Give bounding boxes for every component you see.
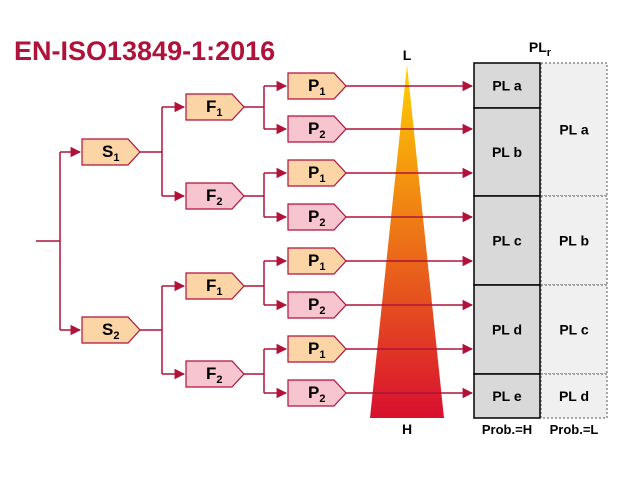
page-title: EN-ISO13849-1:2016 bbox=[14, 36, 275, 66]
node-p-4: P2 bbox=[287, 203, 347, 231]
tree-connectors bbox=[36, 80, 288, 399]
output-arrows bbox=[346, 80, 474, 399]
pl-h-label-4: PL d bbox=[492, 322, 522, 338]
node-p-2-label: P2 bbox=[308, 119, 325, 141]
node-f-1-shape bbox=[185, 93, 245, 121]
node-s-2-label: S2 bbox=[102, 320, 119, 342]
pl-l-cell-2 bbox=[540, 195, 608, 286]
pl-l-label-3: PL c bbox=[559, 322, 589, 338]
node-p-4-label: P2 bbox=[308, 207, 325, 229]
node-f-1-label: F1 bbox=[206, 97, 223, 119]
pl-column-prob-high: PL a PL b PL c PL d PL e bbox=[473, 62, 541, 419]
prob-l-label: Prob.=L bbox=[550, 422, 599, 437]
pl-h-label-1: PL a bbox=[492, 78, 522, 94]
node-p-2: P2 bbox=[287, 115, 347, 143]
pl-l-label-1: PL a bbox=[559, 122, 589, 138]
pl-h-cell-5 bbox=[473, 373, 541, 419]
pl-h-label-3: PL c bbox=[492, 233, 522, 249]
pl-h-label-2: PL b bbox=[492, 144, 522, 160]
node-p-7-shape bbox=[287, 335, 347, 363]
pl-l-label-2: PL b bbox=[559, 233, 589, 249]
node-p-4-shape bbox=[287, 203, 347, 231]
node-f-2: F2 bbox=[185, 182, 245, 210]
node-p-7: P1 bbox=[287, 335, 347, 363]
node-f-3: F1 bbox=[185, 272, 245, 300]
prob-h-label: Prob.=H bbox=[482, 422, 532, 437]
node-s-1-shape bbox=[81, 138, 141, 166]
node-p-8-label: P2 bbox=[308, 383, 325, 405]
node-s-2: S2 bbox=[81, 316, 141, 344]
node-f-4-label: F2 bbox=[206, 364, 223, 386]
node-p-5-label: P1 bbox=[308, 251, 325, 273]
node-f-1: F1 bbox=[185, 93, 245, 121]
node-f-3-label: F1 bbox=[206, 276, 223, 298]
node-p-3-shape bbox=[287, 159, 347, 187]
node-p-3-label: P1 bbox=[308, 163, 325, 185]
node-p-1: P1 bbox=[287, 72, 347, 100]
node-p-6-label: P2 bbox=[308, 295, 325, 317]
scale-bottom-label: H bbox=[402, 421, 412, 437]
node-s-1: S1 bbox=[81, 138, 141, 166]
node-p-5-shape bbox=[287, 247, 347, 275]
node-f-4: F2 bbox=[185, 360, 245, 388]
node-f-2-shape bbox=[185, 182, 245, 210]
scale-top-label: L bbox=[403, 47, 412, 63]
node-f-3-shape bbox=[185, 272, 245, 300]
node-p-7-label: P1 bbox=[308, 339, 325, 361]
pl-l-label-4: PL d bbox=[559, 388, 589, 404]
pl-h-cell-3 bbox=[473, 195, 541, 286]
risk-scale-triangle bbox=[370, 65, 444, 418]
pl-l-cell-4 bbox=[540, 373, 608, 419]
node-p-1-label: P1 bbox=[308, 76, 325, 98]
node-f-2-label: F2 bbox=[206, 186, 223, 208]
node-p-8-shape bbox=[287, 379, 347, 407]
node-p-6-shape bbox=[287, 291, 347, 319]
node-s-2-shape bbox=[81, 316, 141, 344]
pl-h-cell-4 bbox=[473, 284, 541, 375]
pl-l-cell-3 bbox=[540, 284, 608, 375]
pl-h-label-5: PL e bbox=[492, 388, 522, 404]
node-s-1-label: S1 bbox=[102, 142, 119, 164]
node-p-6: P2 bbox=[287, 291, 347, 319]
pl-h-cell-2 bbox=[473, 107, 541, 197]
node-p-5: P1 bbox=[287, 247, 347, 275]
pl-column-prob-low: PL a PL b PL c PL d bbox=[540, 62, 608, 419]
pl-l-cell-1 bbox=[540, 62, 608, 197]
node-p-8: P2 bbox=[287, 379, 347, 407]
node-f-4-shape bbox=[185, 360, 245, 388]
node-p-2-shape bbox=[287, 115, 347, 143]
node-p-1-shape bbox=[287, 72, 347, 100]
node-p-3: P1 bbox=[287, 159, 347, 187]
plr-heading: PLr bbox=[529, 39, 552, 59]
pl-h-cell-1 bbox=[473, 62, 541, 109]
